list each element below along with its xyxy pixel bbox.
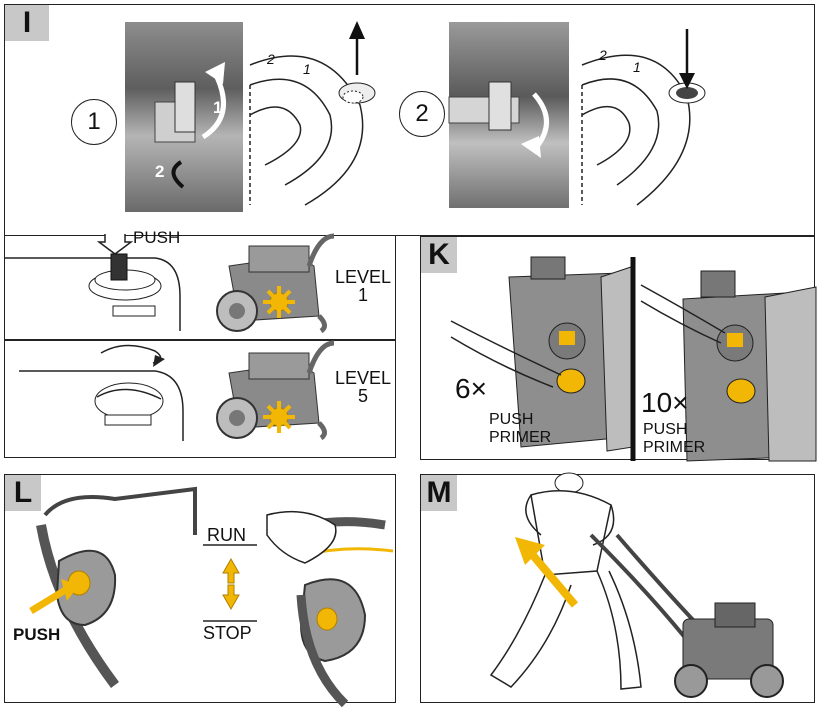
step-1-badge: 1 [71,99,117,145]
scarifier-level-5-drawing [216,340,335,441]
level-1-value: 1 [357,285,368,305]
step-2-number: 2 [415,100,429,127]
count-10x: 10× [641,387,689,418]
safety-bar-drawing [29,486,394,707]
photo-1-drawing [154,62,226,189]
panel-k-label: K [421,237,457,273]
push-primer-left-line-2: PRIMER [489,429,552,446]
scarifier-level-1-drawing [216,233,335,334]
panel-level-1: PUSH LEVEL 1 [4,228,396,340]
panel-level-5: LEVEL 5 [4,340,396,458]
dial-2-mark-1: 1 [633,59,641,75]
dial-1-mark-1: 1 [303,61,311,77]
height-knob-turn-drawing [19,344,184,441]
rotor-icon [263,401,295,433]
level-1-label: LEVEL 1 [331,268,395,304]
dial-2-mark-2: 2 [599,47,607,63]
push-primer-right-line-1: PUSH [643,421,688,438]
operator-pushing-drawing [489,472,784,698]
panel-m: M [420,472,815,703]
push-primer-right-line-2: PRIMER [643,439,706,456]
photo-2-drawing [448,81,549,158]
panel-l-label: L [5,475,41,511]
dial-1-mark-2: 2 [267,51,275,67]
level-1-word: LEVEL [334,267,392,287]
panel-i: I 1 1 2 2 1 2 [4,4,815,236]
dial-1-drawing [249,21,376,206]
push-lever-label: PUSH [13,625,61,644]
photo-1: 1 2 [125,22,243,212]
push-primer-left-line-1: PUSH [489,411,534,428]
panel-i-label: I [5,5,49,41]
photo-2 [448,22,569,208]
stop-label: STOP [203,623,252,643]
rotor-icon [263,286,295,318]
run-label: RUN [207,525,246,545]
push-primer-left: PUSH PRIMER [489,411,551,447]
step-2-badge: 2 [399,91,445,137]
panel-m-label: M [421,475,457,511]
photo-1-mark-2: 2 [155,162,165,181]
panel-l: L PUSH RUN STOP [4,474,396,707]
count-6x: 6× [455,373,487,404]
dial-2-drawing [581,29,706,206]
step-1-number: 1 [87,108,101,135]
photo-1-mark-1: 1 [213,98,223,117]
level-5-label: LEVEL 5 [331,369,395,405]
level-5-word: LEVEL [334,368,392,388]
panel-k: K 6× PUSH PRIMER 10× PUSH PRIMER [420,236,817,462]
level-5-value: 5 [357,386,368,406]
push-label: PUSH [133,228,181,247]
height-knob-push-drawing [5,234,181,331]
primer-engines-drawing [450,256,817,462]
push-primer-right: PUSH PRIMER [643,421,705,457]
